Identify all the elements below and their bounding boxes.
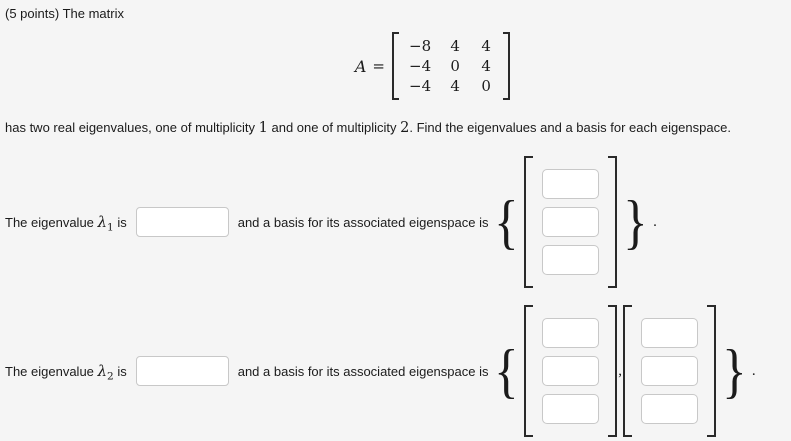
equals-sign: = bbox=[372, 57, 385, 75]
close-brace: } bbox=[623, 189, 648, 255]
matrix-cell: −4 bbox=[409, 57, 432, 75]
eigenvalue-2-row: The eigenvalue λ2 is and a basis for its… bbox=[5, 305, 791, 437]
statement-text: . Find the eigenvalues and a basis for e… bbox=[409, 120, 731, 135]
sentence-period: . bbox=[751, 362, 756, 379]
eigenspace-2-vector2-input-2[interactable] bbox=[641, 356, 699, 386]
matrix-symbol: A bbox=[354, 56, 367, 76]
problem-statement: has two real eigenvalues, one of multipl… bbox=[5, 120, 791, 136]
eigenvalue-1-label: The eigenvalue λ1 is bbox=[5, 213, 127, 234]
matrix-cell: 4 bbox=[481, 37, 491, 55]
points-label: (5 points) The matrix bbox=[5, 6, 124, 21]
matrix-cell: −8 bbox=[409, 37, 432, 55]
eigenspace-1-vector-input-3[interactable] bbox=[542, 245, 600, 275]
open-brace: { bbox=[494, 189, 520, 255]
matrix: −8 4 4 −4 0 4 −4 4 0 bbox=[392, 32, 511, 100]
eigenspace-1-vector-input-2[interactable] bbox=[542, 207, 600, 237]
vector-right-bracket bbox=[608, 156, 618, 288]
statement-text: and one of multiplicity bbox=[267, 120, 401, 135]
vector-left-bracket bbox=[524, 305, 534, 437]
lambda-2-symbol: λ bbox=[97, 362, 108, 380]
eigenvalue-label-prefix: The eigenvalue bbox=[5, 364, 98, 379]
eigenvalue-1-row: The eigenvalue λ1 is and a basis for its… bbox=[5, 156, 791, 288]
eigenspace-2-vector2-input-3[interactable] bbox=[641, 394, 699, 424]
matrix-cell: 4 bbox=[481, 57, 491, 75]
basis-2-label: and a basis for its associated eigenspac… bbox=[237, 363, 489, 379]
matrix-cell: 4 bbox=[450, 37, 460, 55]
eigenvalue-1-input[interactable] bbox=[135, 207, 229, 237]
matrix-equation: A = −8 4 4 −4 0 4 −4 4 0 bbox=[0, 32, 791, 100]
statement-text: has two real eigenvalues, one of multipl… bbox=[5, 120, 259, 135]
eigenspace-2-vector-1 bbox=[524, 305, 618, 437]
matrix-left-bracket bbox=[392, 32, 399, 100]
lambda-2-subscript: 2 bbox=[107, 370, 114, 383]
matrix-cell: 0 bbox=[450, 57, 460, 75]
matrix-grid: −8 4 4 −4 0 4 −4 4 0 bbox=[399, 32, 503, 100]
vector-right-bracket bbox=[608, 305, 618, 437]
eigenspace-2-vector-2 bbox=[623, 305, 717, 437]
multiplicity-value: 2 bbox=[400, 120, 410, 136]
vector-left-bracket bbox=[623, 305, 633, 437]
eigenvalue-2-input[interactable] bbox=[135, 356, 229, 386]
multiplicity-value: 1 bbox=[258, 120, 268, 136]
matrix-right-bracket bbox=[503, 32, 511, 100]
eigenspace-2-vector1-input-2[interactable] bbox=[542, 356, 600, 386]
is-label: is bbox=[113, 364, 127, 379]
sentence-period: . bbox=[653, 213, 657, 230]
open-brace: { bbox=[494, 338, 520, 404]
close-brace: } bbox=[722, 338, 747, 404]
lambda-1-symbol: λ bbox=[97, 213, 108, 231]
eigenspace-2-vector1-input-1[interactable] bbox=[542, 318, 600, 348]
matrix-cell: 0 bbox=[481, 77, 491, 95]
vector-separator: , bbox=[618, 362, 623, 379]
matrix-cell: 4 bbox=[450, 77, 460, 95]
eigenspace-2-vector2-input-1[interactable] bbox=[641, 318, 699, 348]
eigenspace-1-vector-input-1[interactable] bbox=[542, 169, 600, 199]
eigenvalue-2-label: The eigenvalue λ2 is bbox=[5, 362, 127, 383]
eigenvalue-label-prefix: The eigenvalue bbox=[5, 215, 98, 230]
lambda-1-subscript: 1 bbox=[107, 221, 114, 234]
is-label: is bbox=[113, 215, 127, 230]
matrix-cell: −4 bbox=[409, 77, 432, 95]
vector-right-bracket bbox=[707, 305, 717, 437]
vector-left-bracket bbox=[524, 156, 534, 288]
eigenspace-1-vector bbox=[524, 156, 618, 288]
basis-1-label: and a basis for its associated eigenspac… bbox=[237, 214, 489, 230]
eigenspace-2-vector1-input-3[interactable] bbox=[542, 394, 600, 424]
